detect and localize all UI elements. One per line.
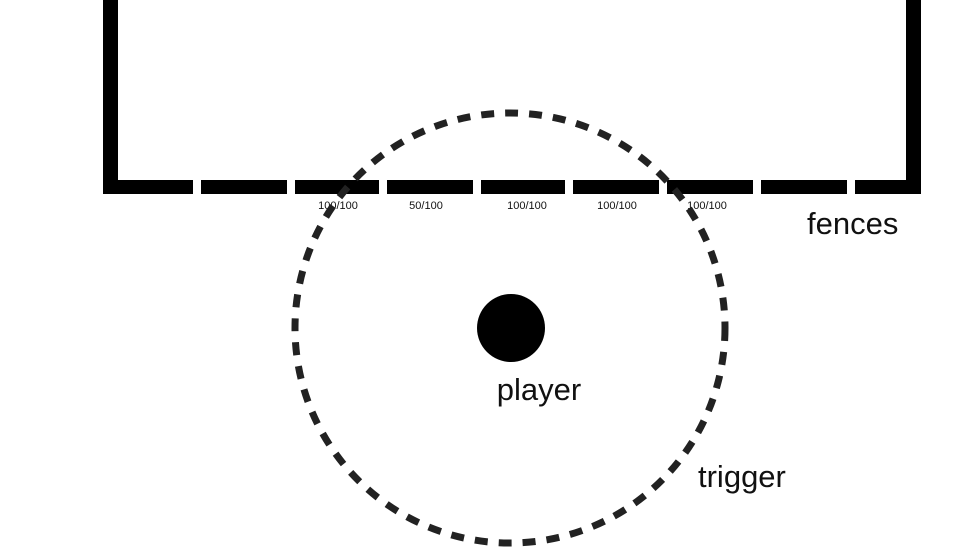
right-wall <box>906 0 921 194</box>
player-label: player <box>497 372 581 407</box>
fence-segment <box>573 180 659 194</box>
trigger-label: trigger <box>698 459 786 494</box>
player-dot <box>477 294 545 362</box>
fence-segment <box>387 180 473 194</box>
fence-health-label: 100/100 <box>687 200 727 212</box>
fence-segment <box>855 180 921 194</box>
fence-health-labels: 100/100 50/100 100/100 100/100 100/100 <box>318 200 727 212</box>
fence-segment <box>103 180 193 194</box>
fence-segment <box>201 180 287 194</box>
fence-segment <box>481 180 565 194</box>
fence-health-label: 100/100 <box>507 200 547 212</box>
fence-health-label: 100/100 <box>597 200 637 212</box>
trigger-circle <box>291 109 729 547</box>
fence-health-label: 100/100 <box>318 200 358 212</box>
fence-health-label: 50/100 <box>409 200 443 212</box>
fences-label: fences <box>807 206 898 241</box>
fence-segment <box>761 180 847 194</box>
fence-line <box>103 180 921 194</box>
fence-segment <box>295 180 379 194</box>
fence-segment <box>667 180 753 194</box>
left-wall <box>103 0 118 194</box>
